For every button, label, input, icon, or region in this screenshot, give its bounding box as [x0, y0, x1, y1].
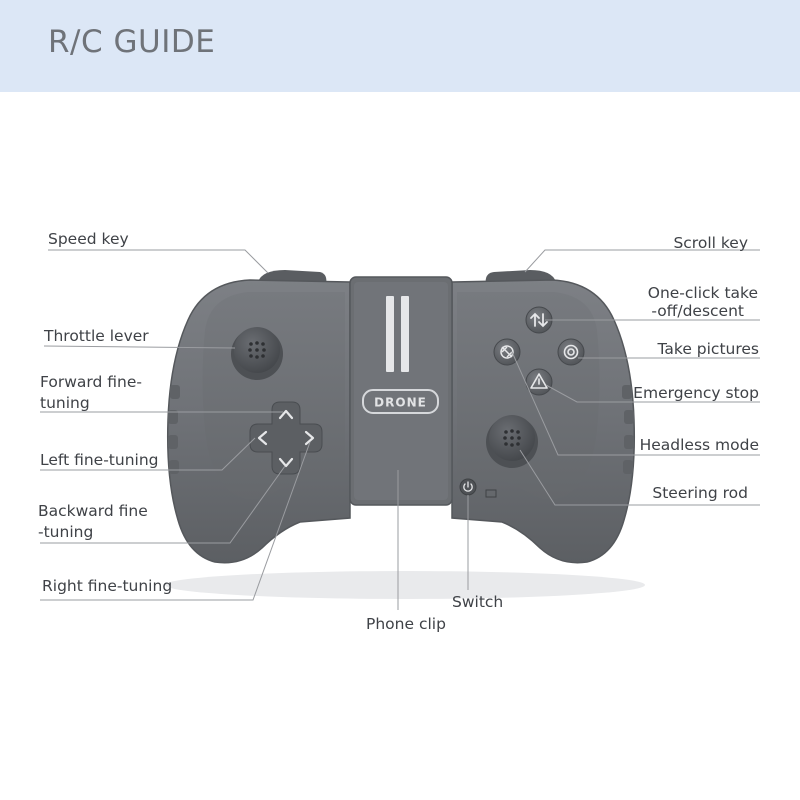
label-scroll-key: Scroll key [673, 234, 748, 252]
emergency-stop-button[interactable] [525, 368, 553, 396]
label-forward-fine-tuning-line1: Forward fine- [40, 373, 142, 391]
backward-arrow[interactable] [278, 457, 294, 468]
power-icon [463, 481, 473, 492]
joystick-icon [503, 429, 521, 447]
leader-lines [40, 249, 760, 610]
label-backward-fine-tuning-line1: Backward fine [38, 502, 148, 520]
clip-stripe-left [386, 296, 394, 372]
drop-shadow [165, 571, 645, 599]
label-throttle-lever: Throttle lever [44, 327, 149, 345]
label-one-click-line2: -off/descent [651, 302, 744, 320]
warning-icon [530, 373, 548, 389]
label-take-pictures: Take pictures [657, 340, 760, 358]
label-headless-mode: Headless mode [639, 436, 759, 454]
throttle-lever-joystick[interactable] [231, 327, 283, 380]
label-switch: Switch [452, 593, 504, 611]
label-forward-fine-tuning-line2: tuning [40, 394, 90, 412]
left-arrow[interactable] [257, 430, 268, 446]
label-phone-clip: Phone clip [366, 615, 446, 633]
label-left-fine-tuning: Left fine-tuning [40, 451, 159, 469]
label-backward-fine-tuning-line2: -tuning [38, 523, 94, 541]
label-right-fine-tuning: Right fine-tuning [42, 577, 173, 595]
camera-icon [563, 344, 579, 360]
label-emergency-stop: Emergency stop [633, 384, 759, 402]
drone-logo-text: DRONE [374, 396, 427, 410]
clip-stripe-right [401, 296, 409, 372]
forward-arrow[interactable] [278, 409, 294, 420]
drone-logo [362, 389, 439, 414]
page-title: R/C GUIDE [48, 24, 216, 60]
label-one-click-line1: One-click take [647, 284, 758, 302]
take-pictures-button[interactable] [557, 338, 585, 366]
joystick-icon [248, 341, 266, 359]
power-switch[interactable] [459, 478, 477, 496]
headless-mode-button[interactable] [493, 338, 521, 366]
headless-icon [500, 345, 514, 359]
label-speed-key: Speed key [48, 230, 129, 248]
right-arrow[interactable] [304, 430, 315, 446]
dpad-icon[interactable] [249, 401, 323, 475]
takeoff-icon [530, 312, 548, 328]
right-grip-ridges [622, 385, 634, 474]
steering-rod-joystick[interactable] [486, 415, 538, 468]
header-banner: R/C GUIDE [0, 0, 800, 92]
indicator-light [485, 489, 497, 498]
label-steering-rod: Steering rod [652, 484, 748, 502]
